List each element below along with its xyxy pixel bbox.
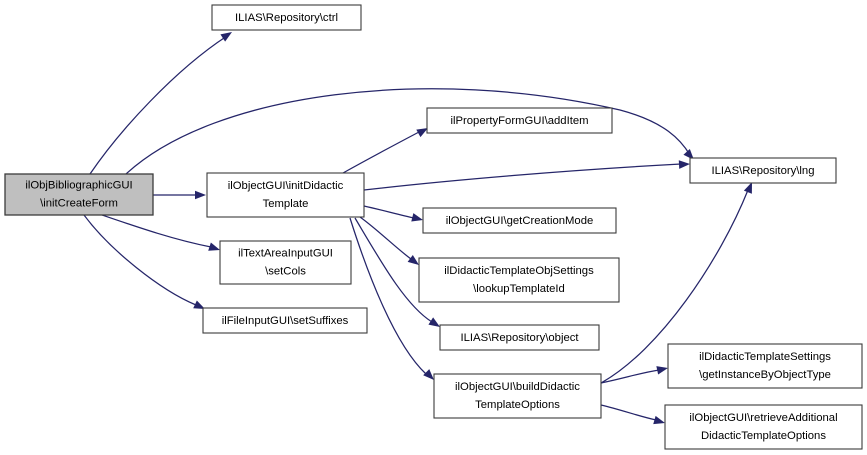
node-label-getinstance-line2: \getInstanceByObjectType xyxy=(699,369,831,381)
edge-builddidactic-to-retrieveadditional xyxy=(600,404,657,421)
arrowhead-initdidactic-to-object xyxy=(428,317,440,327)
edge-root-to-lng xyxy=(125,88,691,175)
node-box-lng xyxy=(689,157,837,184)
node-box-setcols xyxy=(219,240,352,285)
node-label-additem-line1: ilPropertyFormGUI\addItem xyxy=(450,115,588,127)
arrowhead-builddidactic-to-getinstance xyxy=(656,366,668,375)
arrowhead-initdidactic-to-builddidactic xyxy=(423,369,434,380)
node-lng[interactable]: ILIAS\Repository\lng xyxy=(689,157,837,184)
arrowhead-builddidactic-to-retrieveadditional xyxy=(653,415,665,425)
edge-initdidactic-to-lookuptemplate xyxy=(359,216,412,260)
node-layer: ilObjBibliographicGUI\initCreateFormILIA… xyxy=(4,4,863,450)
node-label-builddidactic-line2: TemplateOptions xyxy=(475,399,560,411)
edge-root-to-setsuffixes xyxy=(83,214,197,306)
node-box-builddidactic xyxy=(433,373,602,419)
node-label-creationmode-line1: ilObjectGUI\getCreationMode xyxy=(446,215,594,227)
edge-initdidactic-to-additem xyxy=(342,131,420,174)
edge-layer xyxy=(83,32,752,425)
node-label-retrieveadditional-line1: ilObjectGUI\retrieveAdditional xyxy=(689,412,837,424)
edge-root-to-ctrl xyxy=(89,35,228,175)
arrowhead-initdidactic-to-creationmode xyxy=(411,213,423,222)
node-root[interactable]: ilObjBibliographicGUI \initCreateForm xyxy=(4,173,154,216)
node-label-initdidactic-line2: Template xyxy=(263,198,309,210)
arrowhead-root-to-initdidactic xyxy=(195,190,206,200)
node-ctrl[interactable]: ILIAS\Repository\ctrl xyxy=(211,4,362,31)
node-getinstance[interactable]: ilDidacticTemplateSettings \getInstanceBy… xyxy=(667,343,863,389)
node-label-retrieveadditional-line2: DidacticTemplateOptions xyxy=(701,430,826,442)
node-lookuptemplate[interactable]: ilDidacticTemplateObjSettings \lookupTemp… xyxy=(418,257,620,303)
node-box-lookuptemplate xyxy=(418,257,620,303)
arrowhead-root-to-lng xyxy=(683,148,694,160)
node-label-lookuptemplate-line2: \lookupTemplateId xyxy=(473,283,565,295)
node-label-root-line1: ilObjBibliographicGUI xyxy=(25,179,132,191)
node-box-getinstance xyxy=(667,343,863,389)
arrowhead-initdidactic-to-additem xyxy=(416,128,428,138)
node-label-object-line1: ILIAS\Repository\object xyxy=(460,332,579,344)
arrowhead-root-to-setcols xyxy=(208,242,220,251)
node-box-initdidactic xyxy=(206,172,365,218)
node-box-ctrl xyxy=(211,4,362,31)
node-retrieveadditional[interactable]: ilObjectGUI\retrieveAdditionalDidacticTe… xyxy=(664,404,863,450)
node-additem[interactable]: ilPropertyFormGUI\addItem xyxy=(426,107,613,134)
node-box-root xyxy=(4,173,154,216)
node-label-setsuffixes-line1: ilFileInputGUI\setSuffixes xyxy=(222,315,349,327)
node-label-setcols-line2: \setCols xyxy=(265,265,306,277)
edge-root-to-setcols xyxy=(101,214,212,248)
node-label-root-line2: \initCreateForm xyxy=(40,197,118,209)
node-label-builddidactic-line1: ilObjectGUI\buildDidactic xyxy=(455,381,580,393)
edge-initdidactic-to-builddidactic xyxy=(349,217,427,375)
node-box-retrieveadditional xyxy=(664,404,863,450)
arrowhead-initdidactic-to-lookuptemplate xyxy=(407,254,419,265)
node-label-getinstance-line1: ilDidacticTemplateSettings xyxy=(699,351,831,363)
edge-initdidactic-to-object xyxy=(354,217,433,323)
arrowhead-root-to-setsuffixes xyxy=(193,300,205,309)
node-setcols[interactable]: ilTextAreaInputGUI \setCols xyxy=(219,240,352,285)
node-creationmode[interactable]: ilObjectGUI\getCreationMode xyxy=(422,207,617,234)
node-box-setsuffixes xyxy=(202,307,368,334)
arrowhead-builddidactic-to-lng xyxy=(743,182,752,194)
node-label-lng-line1: ILIAS\Repository\lng xyxy=(712,165,815,177)
edge-initdidactic-to-creationmode xyxy=(363,205,415,219)
node-label-initdidactic-line1: ilObjectGUI\initDidactic xyxy=(228,180,344,192)
edge-initdidactic-to-lng xyxy=(363,163,682,191)
node-box-object xyxy=(439,324,600,351)
edge-builddidactic-to-lng xyxy=(600,189,749,384)
node-box-additem xyxy=(426,107,613,134)
node-object[interactable]: ILIAS\Repository\object xyxy=(439,324,600,351)
arrowhead-initdidactic-to-lng xyxy=(678,160,690,169)
node-setsuffixes[interactable]: ilFileInputGUI\setSuffixes xyxy=(202,307,368,334)
node-box-creationmode xyxy=(422,207,617,234)
node-label-setcols-line1: ilTextAreaInputGUI xyxy=(238,247,333,259)
node-label-lookuptemplate-line1: ilDidacticTemplateObjSettings xyxy=(444,265,594,277)
edge-builddidactic-to-getinstance xyxy=(600,369,660,384)
node-label-ctrl-line1: ILIAS\Repository\ctrl xyxy=(235,12,338,24)
arrowhead-root-to-ctrl xyxy=(220,32,232,42)
